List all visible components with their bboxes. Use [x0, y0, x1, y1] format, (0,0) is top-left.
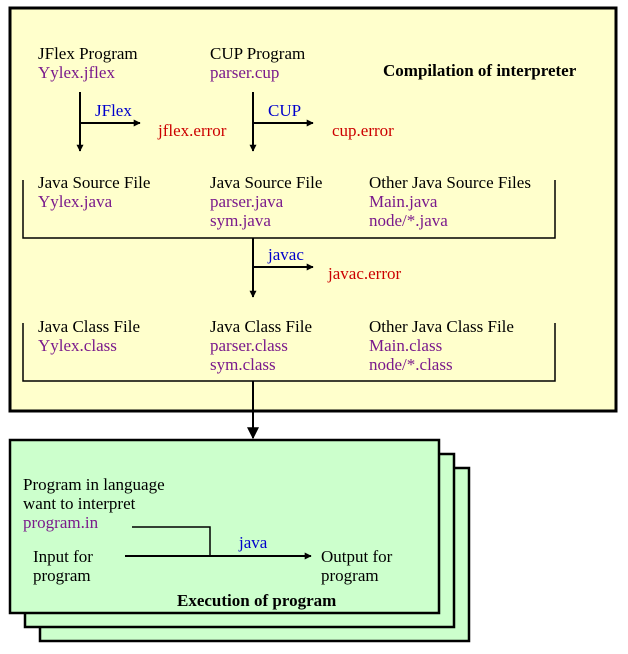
source-file: Main.java [369, 192, 438, 211]
source-heading-other: Other Java Source Files [369, 173, 531, 192]
source-files-bracket [22, 180, 556, 239]
class-heading-jflex: Java Class File [38, 317, 140, 336]
cup-program-file: parser.cup [210, 63, 280, 82]
cup-error-label: cup.error [332, 121, 394, 140]
class-files-bracket [22, 323, 556, 382]
program-label-line2: want to interpret [23, 494, 136, 513]
output-label-line2: program [321, 566, 379, 585]
class-heading-other: Other Java Class File [369, 317, 514, 336]
program-label-line1: Program in language [23, 475, 165, 494]
compilation-panel [8, 6, 618, 413]
source-file: node/*.java [369, 211, 448, 230]
input-label-line2: program [33, 566, 91, 585]
execution-panel [8, 438, 441, 615]
cup-program-heading: CUP Program [210, 44, 306, 63]
source-file: Yylex.java [38, 192, 113, 211]
java-tool-label: java [239, 533, 268, 552]
class-file: Yylex.class [38, 336, 117, 355]
cup-tool-label: CUP [268, 101, 302, 120]
output-label-line1: Output for [321, 547, 393, 566]
class-file: parser.class [210, 336, 288, 355]
jflex-program-file: Yylex.jflex [38, 63, 115, 82]
input-label-line1: Input for [33, 547, 93, 566]
source-file: parser.java [210, 192, 284, 211]
jflex-program-heading: JFlex Program [38, 44, 138, 63]
javac-error-label: javac.error [328, 264, 402, 283]
class-file: Main.class [369, 336, 443, 355]
jflex-tool-label: JFlex [95, 101, 132, 120]
jflex-error-label: jflex.error [158, 121, 227, 140]
program-in-connector [132, 526, 211, 556]
compilation-title: Compilation of interpreter [383, 61, 577, 80]
class-file: sym.class [210, 355, 276, 374]
javac-tool-label: javac [268, 245, 304, 264]
class-heading-cup: Java Class File [210, 317, 312, 336]
source-heading-cup: Java Source File [210, 173, 323, 192]
execution-title: Execution of program [177, 591, 337, 610]
source-file: sym.java [210, 211, 271, 230]
program-file: program.in [23, 513, 99, 532]
source-heading-jflex: Java Source File [38, 173, 151, 192]
class-file: node/*.class [369, 355, 453, 374]
